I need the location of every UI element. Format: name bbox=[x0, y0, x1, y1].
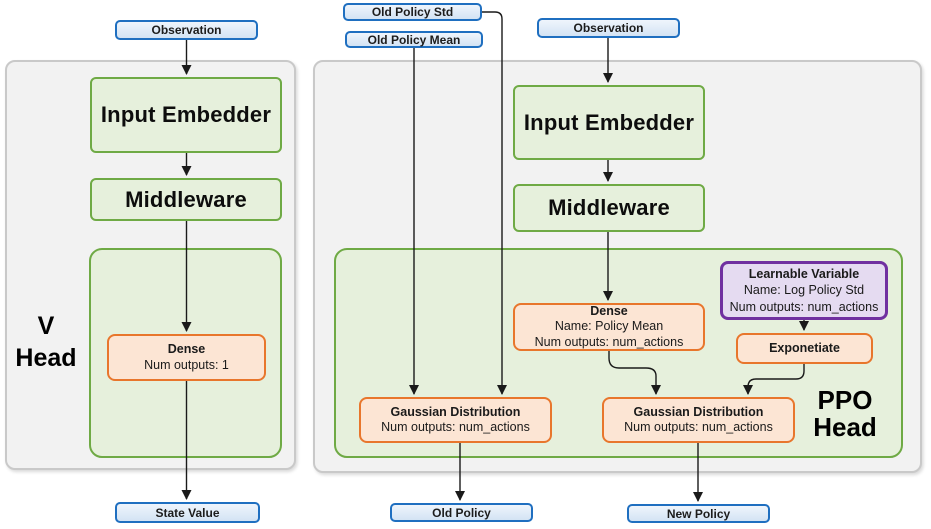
gaussian-old-title: Gaussian Distribution bbox=[390, 404, 521, 419]
v-middleware-node: Middleware bbox=[90, 178, 282, 221]
gaussian-distribution-old-node: Gaussian Distribution Num outputs: num_a… bbox=[359, 397, 552, 443]
ppo-input-embedder-node: Input Embedder bbox=[513, 85, 705, 160]
ppo-head-title: PPO Head bbox=[806, 387, 884, 441]
old-policy-std-input: Old Policy Std bbox=[343, 3, 482, 21]
observation-input-ppo: Observation bbox=[537, 18, 680, 38]
v-head-title: V Head bbox=[8, 310, 84, 374]
gaussian-distribution-new-node: Gaussian Distribution Num outputs: num_a… bbox=[602, 397, 795, 443]
gaussian-new-num-outputs: Num outputs: num_actions bbox=[624, 420, 773, 434]
old-policy-mean-input: Old Policy Mean bbox=[345, 31, 483, 48]
observation-input-v: Observation bbox=[115, 20, 258, 40]
exponetiate-node: Exponetiate bbox=[736, 333, 873, 364]
learnable-variable-num-outputs: Num outputs: num_actions bbox=[729, 299, 879, 314]
old-policy-output: Old Policy bbox=[390, 503, 533, 522]
learnable-variable-node: Learnable Variable Name: Log Policy Std … bbox=[720, 261, 888, 320]
ppo-head-title-line2: Head bbox=[813, 412, 877, 442]
ppo-dense-title: Dense bbox=[590, 303, 628, 318]
gaussian-new-title: Gaussian Distribution bbox=[633, 404, 764, 419]
v-dense-num-outputs: Num outputs: 1 bbox=[144, 357, 229, 372]
v-dense-title: Dense bbox=[167, 342, 206, 356]
v-input-embedder-node: Input Embedder bbox=[90, 77, 282, 153]
v-head-title-line1: V bbox=[37, 312, 55, 340]
learnable-variable-title: Learnable Variable bbox=[748, 266, 860, 281]
exponetiate-label: Exponetiate bbox=[769, 340, 840, 355]
new-policy-output: New Policy bbox=[627, 504, 770, 523]
state-value-output: State Value bbox=[115, 502, 260, 523]
ppo-head-title-line1: PPO bbox=[817, 385, 873, 415]
learnable-variable-name: Name: Log Policy Std bbox=[743, 283, 865, 298]
ppo-dense-name: Name: Policy Mean bbox=[554, 319, 664, 334]
ppo-dense-num-outputs: Num outputs: num_actions bbox=[534, 334, 684, 349]
v-head-title-line2: Head bbox=[15, 344, 77, 372]
ppo-middleware-node: Middleware bbox=[513, 184, 705, 232]
ppo-dense-policy-mean-node: Dense Name: Policy Mean Num outputs: num… bbox=[513, 303, 705, 351]
v-dense-node: Dense Num outputs: 1 bbox=[107, 334, 266, 381]
gaussian-old-num-outputs: Num outputs: num_actions bbox=[381, 420, 530, 434]
